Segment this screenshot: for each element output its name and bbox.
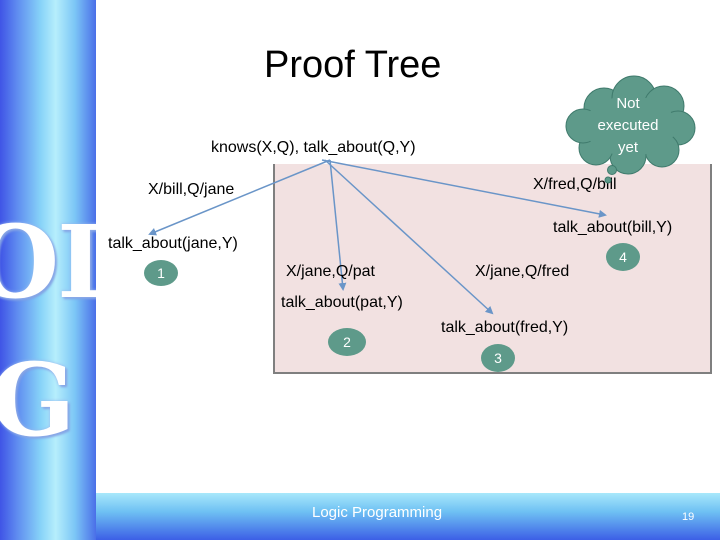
goal-pat: talk_about(pat,Y) bbox=[281, 294, 403, 311]
bottom-decorative-band bbox=[96, 493, 720, 540]
panel-frame bbox=[273, 164, 712, 374]
footer-text: Logic Programming bbox=[312, 504, 443, 521]
left-decorative-band bbox=[0, 0, 96, 540]
goal-bill: talk_about(bill,Y) bbox=[553, 219, 673, 236]
branch-fred-bill bbox=[321, 159, 607, 218]
callout-text: Not executed yet bbox=[580, 93, 676, 159]
order-marker-1: 1 bbox=[144, 260, 178, 286]
binding-jane-pat: X/jane,Q/pat bbox=[286, 263, 375, 280]
binding-jane-fred: X/jane,Q/fred bbox=[475, 263, 570, 280]
binding-bill-jane: X/bill,Q/jane bbox=[148, 181, 235, 198]
branch-bill-jane bbox=[148, 159, 331, 236]
page-number: 19 bbox=[682, 511, 695, 523]
panel-cutout bbox=[96, 164, 274, 376]
branch-jane-pat bbox=[329, 159, 347, 291]
watermark-g: G bbox=[0, 341, 75, 459]
callout-line-1: Not bbox=[616, 95, 640, 112]
callout-line-3: yet bbox=[617, 139, 638, 156]
goal-fred: talk_about(fred,Y) bbox=[441, 319, 569, 336]
binding-fred-bill: X/fred,Q/bill bbox=[533, 176, 617, 193]
order-marker-4: 4 bbox=[606, 243, 640, 271]
callout-line-2: executed bbox=[597, 117, 659, 134]
goal-jane: talk_about(jane,Y) bbox=[108, 235, 238, 252]
branch-jane-fred bbox=[324, 159, 494, 315]
order-marker-3: 3 bbox=[481, 344, 515, 372]
root-goal: knows(X,Q), talk_about(Q,Y) bbox=[211, 139, 416, 156]
slide-title: Proof Tree bbox=[264, 44, 442, 86]
order-marker-2: 2 bbox=[328, 328, 366, 356]
